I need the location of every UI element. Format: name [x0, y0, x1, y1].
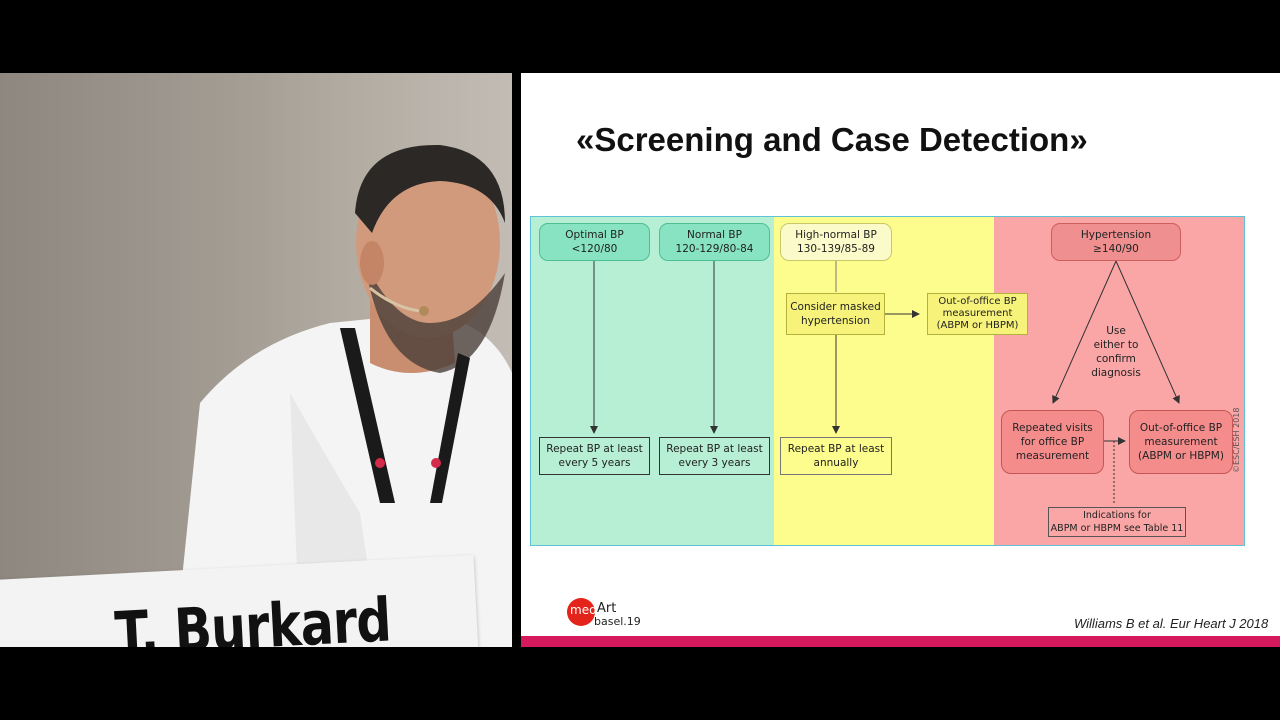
logo-basel: basel.19 — [594, 615, 641, 628]
slide-title: «Screening and Case Detection» — [576, 121, 1088, 158]
masked-hypertension-box: Consider masked hypertension — [786, 293, 885, 335]
medart-logo: med Art basel.19 — [567, 598, 647, 630]
repeat-annually: Repeat BP at least annually — [780, 437, 892, 475]
logo-dot — [567, 598, 595, 626]
use-either-label: Use either to confirm diagnosis — [1091, 325, 1141, 379]
logo-art: Art — [597, 601, 617, 616]
logo-med: med — [570, 603, 597, 617]
zone-yellow — [774, 217, 994, 545]
category-normal: Normal BP 120-129/80-84 — [659, 223, 770, 261]
speaker-name: T. Burkard — [113, 585, 393, 647]
zone-red — [994, 217, 1244, 545]
speaker-video: T. Burkard — [0, 73, 512, 647]
out-of-office-box: Out-of-office BP measurement (ABPM or HB… — [1129, 410, 1233, 474]
presentation-slide: «Screening and Case Detection» Optimal B… — [521, 73, 1280, 647]
repeat-3-years: Repeat BP at least every 3 years — [659, 437, 770, 475]
zone-green — [531, 217, 774, 545]
citation: Williams B et al. Eur Heart J 2018 — [1074, 616, 1269, 631]
repeat-5-years: Repeat BP at least every 5 years — [539, 437, 650, 475]
repeated-visits-box: Repeated visits for office BP measuremen… — [1001, 410, 1104, 474]
category-high-normal: High-normal BP 130-139/85-89 — [780, 223, 892, 261]
bp-flowchart: Optimal BP <120/80 Normal BP 120-129/80-… — [530, 216, 1245, 546]
category-hypertension: Hypertension ≥140/90 — [1051, 223, 1181, 261]
copyright-label: ©ESC/ESH 2018 — [1232, 407, 1241, 473]
flowchart-arrows — [590, 260, 1180, 505]
slide-bottom-bar — [521, 636, 1280, 647]
category-optimal: Optimal BP <120/80 — [539, 223, 650, 261]
indications-box: Indications for ABPM or HBPM see Table 1… — [1048, 507, 1186, 537]
out-of-office-small-box: Out-of-office BP measurement (ABPM or HB… — [927, 293, 1028, 335]
